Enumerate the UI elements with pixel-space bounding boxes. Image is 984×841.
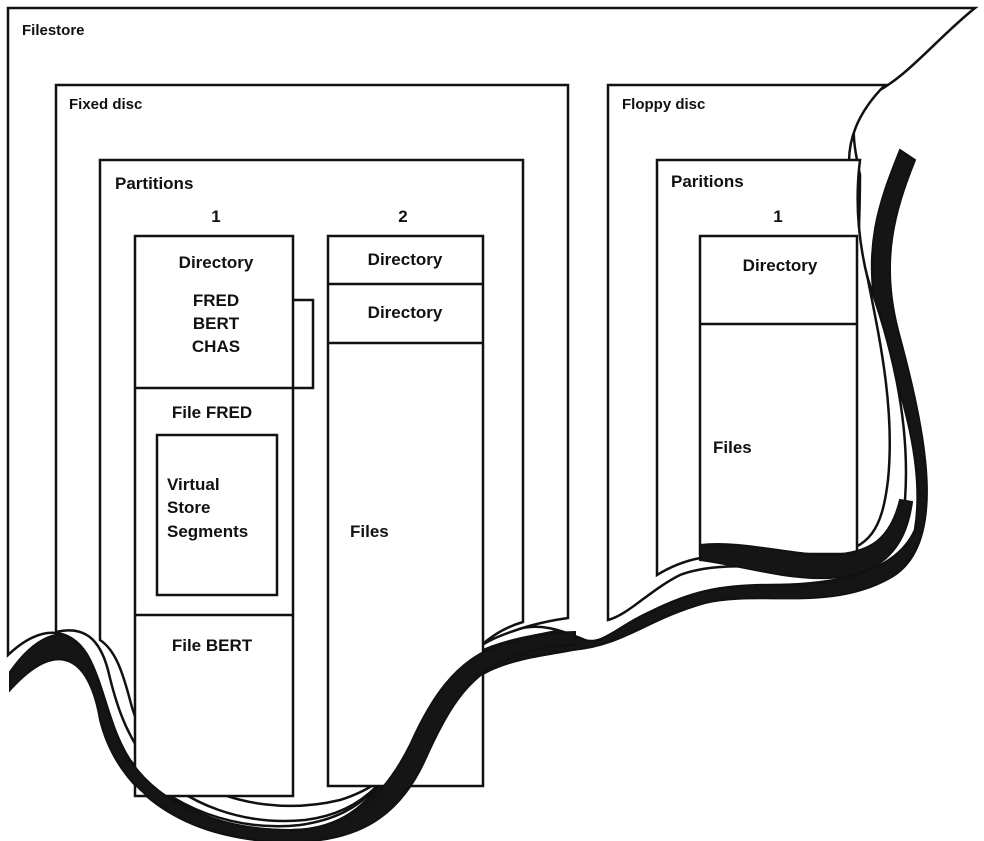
partition-2-files-label: Files (350, 522, 389, 541)
file-fred-label: File FRED (172, 403, 252, 422)
fixed-partition-1: 1 Directory FRED BERT CHAS File FRED Vir… (135, 207, 313, 796)
file-bert-label: File BERT (172, 636, 253, 655)
floppy-partition-1-body (700, 236, 857, 554)
filestore-label: Filestore (22, 22, 85, 39)
floppy-partition-1-directory-label: Directory (743, 256, 818, 275)
fixed-disc-label: Fixed disc (69, 96, 142, 113)
directory-entry-chas: CHAS (192, 337, 240, 356)
floppy-partition-1: 1 Directory Files (700, 207, 857, 554)
floppy-disc-label: Floppy disc (622, 96, 705, 113)
partition-1-number: 1 (211, 207, 220, 226)
fixed-disc-partitions-label: Partitions (115, 174, 193, 193)
segments-line-virtual: Virtual (167, 475, 220, 494)
directory-entry-bert: BERT (193, 314, 240, 333)
fixed-disc-region: Fixed disc Partitions 1 Directory FRED B… (56, 85, 568, 821)
partition-2-number: 2 (398, 207, 407, 226)
floppy-partitions-label: Paritions (671, 172, 744, 191)
floppy-partition-1-files-label: Files (713, 438, 752, 457)
floppy-disc-region: Floppy disc Paritions 1 Directory Files (608, 85, 906, 620)
directory-entry-fred: FRED (193, 291, 239, 310)
partition-1-directory-label: Directory (179, 253, 254, 272)
partition-2-directory-1-label: Directory (368, 250, 443, 269)
floppy-partition-1-number: 1 (773, 207, 782, 226)
segments-line-segments: Segments (167, 522, 248, 541)
segments-line-store: Store (167, 498, 210, 517)
partition-2-directory-2-label: Directory (368, 303, 443, 322)
fixed-partition-2: 2 Directory Directory Files (328, 207, 483, 786)
